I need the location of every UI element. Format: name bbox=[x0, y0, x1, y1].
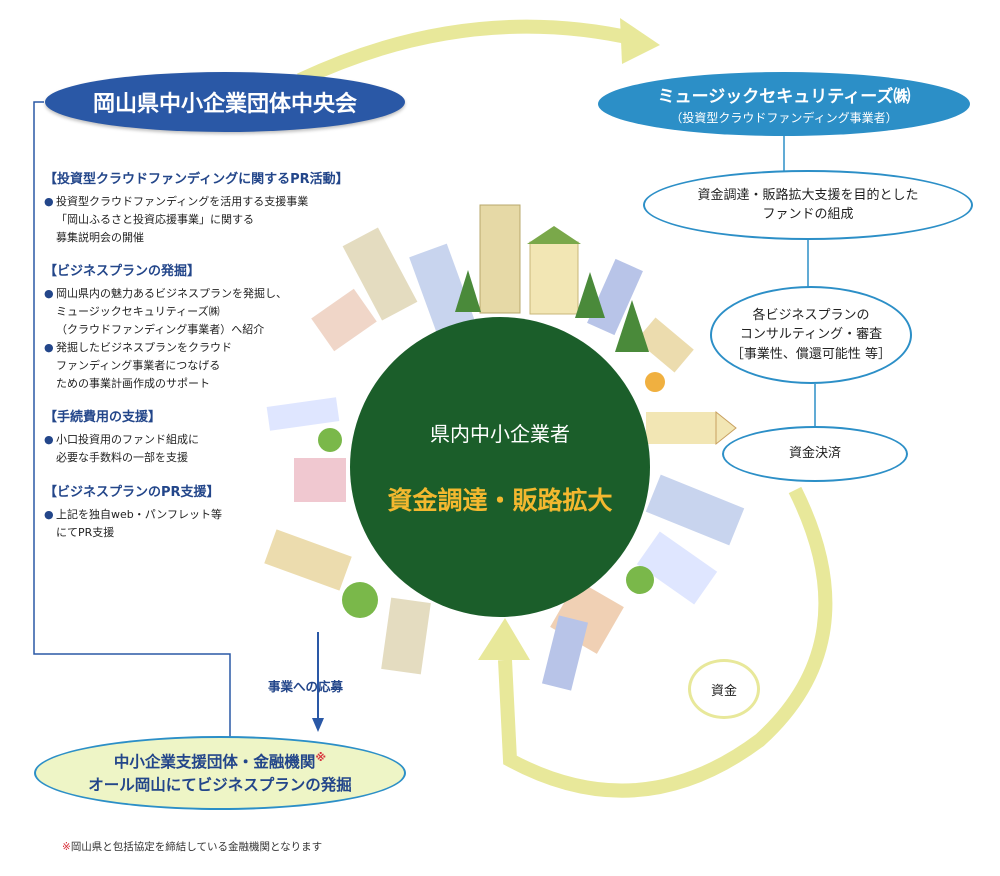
activity-bullet-line: 岡山県内の魅力あるビジネスプランを発掘し、 bbox=[56, 287, 287, 301]
bottom-line-1-text: 中小企業支援団体・金融機関 bbox=[113, 753, 316, 772]
org-left-header: 岡山県中小企業団体中央会 bbox=[45, 72, 405, 132]
activity-bullet-line: 投資型クラウドファンディングを活用する支援事業 bbox=[56, 195, 309, 208]
org-right-sub: （投資型クラウドファンディング事業者） bbox=[670, 111, 898, 125]
footnote-text: 岡山県と包括協定を締結している金融機関となります bbox=[70, 841, 323, 853]
apply-label: 事業への応募 bbox=[268, 679, 344, 694]
bullet-mark: ● bbox=[44, 433, 54, 447]
activity-bullet-line: 発掘したビジネスプランをクラウド bbox=[56, 340, 232, 354]
bullet-mark: ● bbox=[44, 507, 54, 521]
activity-bullet-line: 必要な手数料の一部を支援 bbox=[56, 451, 188, 465]
activity-bullet-line: 募集説明会の開催 bbox=[56, 230, 144, 244]
bullet-mark: ● bbox=[44, 287, 54, 301]
step-fund-formation: 資金調達・販路拡大支援を目的としたファンドの組成 bbox=[643, 170, 973, 240]
activity-bullet: ●小口投資用のファンド組成に必要な手数料の一部を支援 bbox=[44, 431, 344, 467]
step-line: 各ビジネスプランの bbox=[752, 307, 870, 323]
org-right-header: ミュージックセキュリティーズ㈱ （投資型クラウドファンディング事業者） bbox=[598, 72, 970, 136]
footnote: ※岡山県と包括協定を締結している金融機関となります bbox=[62, 839, 322, 854]
step-settlement: 資金決済 bbox=[722, 426, 908, 482]
bullet-mark: ● bbox=[44, 340, 54, 354]
apply-arrowhead bbox=[312, 718, 324, 732]
footnote-mark: ※ bbox=[62, 841, 71, 853]
bottom-flow-arrowhead bbox=[478, 618, 530, 660]
bottom-line-2: オール岡山にてビジネスプランの発掘 bbox=[88, 775, 352, 794]
bottom-asterisk: ※ bbox=[315, 750, 327, 764]
bottom-line-1: 中小企業支援団体・金融機関※ bbox=[114, 750, 326, 774]
activity-section: 【ビジネスプランのPR支援】 ●上記を独自web・パンフレット等にてPR支援 bbox=[44, 481, 344, 542]
activity-bullet-line: ファンディング事業者につなげる bbox=[56, 358, 221, 372]
org-left-name: 岡山県中小企業団体中央会 bbox=[92, 92, 357, 117]
step-line: 資金決済 bbox=[788, 446, 841, 462]
activity-bullet-line: ミュージックセキュリティーズ㈱ bbox=[56, 305, 220, 319]
activity-bullet-line: にてPR支援 bbox=[56, 525, 115, 539]
bottom-partners-pill: 中小企業支援団体・金融機関※ オール岡山にてビジネスプランの発掘 bbox=[34, 736, 406, 810]
org-right-name: ミュージックセキュリティーズ㈱ bbox=[657, 87, 911, 107]
step-line: ［事業性、償還可能性 等］ bbox=[730, 346, 892, 362]
left-bracket-line bbox=[33, 101, 231, 740]
activity-section-title: 【ビジネスプランの発掘】 bbox=[44, 264, 201, 280]
money-text: 資金 bbox=[710, 683, 737, 699]
activity-section-title: 【手続費用の支援】 bbox=[44, 410, 162, 426]
activity-bullet-line: 小口投資用のファンド組成に bbox=[56, 433, 199, 447]
activity-list: 【投資型クラウドファンディングに関するPR活動】●投資型クラウドファンディングを… bbox=[44, 168, 349, 556]
activity-section-title: 【投資型クラウドファンディングに関するPR活動】 bbox=[44, 172, 349, 187]
activity-section: 【ビジネスプランの発掘】●岡山県内の魅力あるビジネスプランを発掘し、ミュージック… bbox=[44, 260, 344, 392]
bullet-mark: ● bbox=[44, 195, 54, 208]
center-circle: 県内中小企業者 資金調達・販路拡大 bbox=[350, 317, 650, 617]
activity-bullet: ●投資型クラウドファンディングを活用する支援事業「岡山ふるさと投資応援事業」に関… bbox=[44, 193, 344, 246]
step-consulting-review: 各ビジネスプランのコンサルティング・審査 ［事業性、償還可能性 等］ bbox=[710, 286, 912, 384]
activity-bullet: ●岡山県内の魅力あるビジネスプランを発掘し、ミュージックセキュリティーズ㈱ （クラ… bbox=[44, 285, 344, 338]
step-line: ファンドの組成 bbox=[762, 207, 854, 222]
money-label: 資金 bbox=[688, 659, 760, 719]
activity-bullet: ●上記を独自web・パンフレット等にてPR支援 bbox=[44, 506, 344, 542]
center-subtitle: 資金調達・販路拡大 bbox=[387, 485, 613, 515]
activity-bullet-line: 「岡山ふるさと投資応援事業」に関する bbox=[56, 212, 254, 226]
activity-section-title: 【ビジネスプランのPR支援】 bbox=[44, 484, 220, 500]
activity-bullet-line: ための事業計画作成のサポート bbox=[56, 376, 210, 390]
activity-section: 【投資型クラウドファンディングに関するPR活動】 ●投資型クラウドファンディングを… bbox=[44, 168, 349, 246]
center-title: 県内中小企業者 bbox=[430, 421, 570, 446]
top-flow-arrowhead bbox=[620, 18, 660, 64]
activity-bullet-line: （クラウドファンディング事業者）へ紹介 bbox=[56, 323, 265, 337]
activity-section: 【手続費用の支援】 ●小口投資用のファンド組成に必要な手数料の一部を支援 bbox=[44, 406, 344, 467]
activity-bullet-line: 上記を独自web・パンフレット等 bbox=[56, 507, 222, 521]
bottom-flow-arc bbox=[498, 486, 833, 798]
activity-bullet: ●発掘したビジネスプランをクラウドファンディング事業者につなげるための事業計画作… bbox=[44, 339, 344, 392]
step-line: コンサルティング・審査 bbox=[739, 327, 883, 343]
step-line: 資金調達・販路拡大支援を目的とした bbox=[697, 187, 919, 203]
top-flow-arc bbox=[297, 19, 642, 87]
